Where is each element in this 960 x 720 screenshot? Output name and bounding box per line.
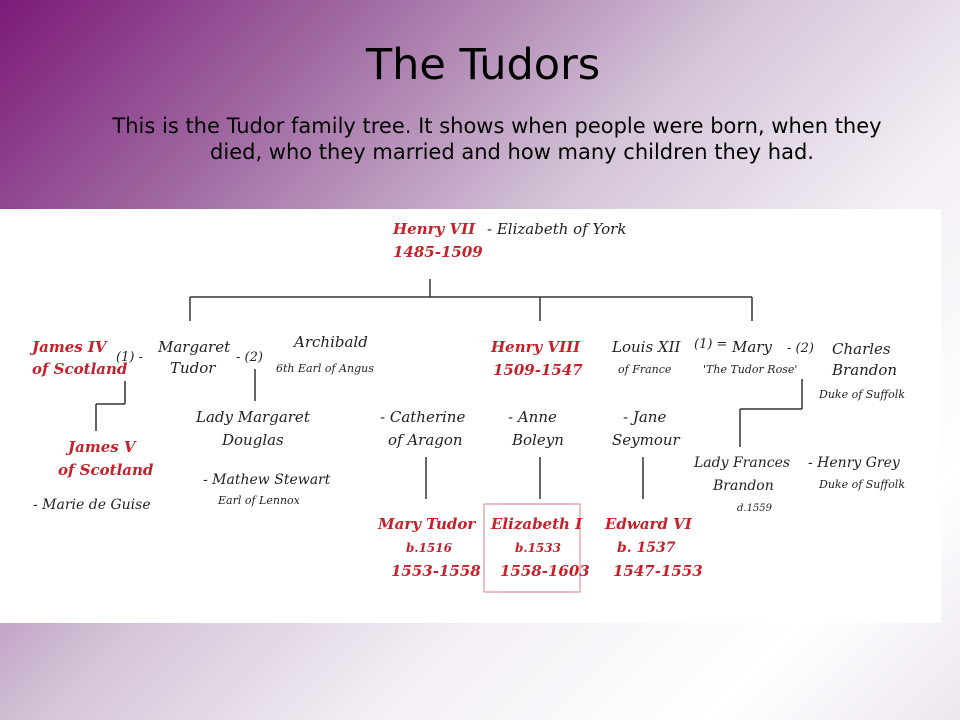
- marriage-1-left: (1) -: [116, 350, 143, 365]
- edward-name: Edward VI: [604, 515, 693, 533]
- mary-tudor-name: Mary Tudor: [377, 515, 476, 533]
- james5-place: of Scotland: [58, 461, 154, 479]
- elizabeth-highlight-box: [483, 503, 581, 593]
- margaret-house: Tudor: [170, 359, 216, 377]
- henry7-name: Henry VII: [392, 220, 476, 238]
- slide-subtitle: This is the Tudor family tree. It shows …: [112, 114, 882, 164]
- person-charles-brandon: Charles Brandon Duke of Suffolk: [818, 340, 905, 401]
- henry8-name: Henry VIII: [490, 338, 581, 356]
- lady-margaret-surname: Douglas: [221, 431, 284, 449]
- henry7-spouse: - Elizabeth of York: [487, 220, 626, 238]
- henry8-dates: 1509-1547: [493, 361, 583, 379]
- person-archibald: Archibald 6th Earl of Angus: [276, 333, 374, 375]
- marie-de-guise: - Marie de Guise: [33, 497, 151, 513]
- james5-name: James V: [65, 438, 137, 456]
- mary-name: Mary: [731, 338, 772, 356]
- person-mary-tudor-rose: Mary 'The Tudor Rose' - (2): [703, 338, 814, 376]
- person-james-v: James V of Scotland - Marie de Guise: [33, 438, 154, 513]
- person-henry-viii: Henry VIII 1509-1547: [490, 338, 583, 379]
- anne-surname: Boleyn: [511, 431, 564, 449]
- james4-place: of Scotland: [32, 360, 128, 378]
- henry-grey-name: - Henry Grey: [808, 455, 901, 471]
- person-anne-boleyn: - Anne Boleyn: [508, 408, 564, 449]
- person-elizabeth-i: Elizabeth I b.1533 1558-1603: [490, 515, 590, 580]
- family-tree-panel: Henry VII 1485-1509 - Elizabeth of York …: [0, 209, 941, 623]
- edward-reign: 1547-1553: [613, 562, 703, 580]
- anne-name: - Anne: [508, 408, 557, 426]
- elizabeth-name: Elizabeth I: [490, 515, 583, 533]
- charles-title: Duke of Suffolk: [818, 388, 905, 401]
- slide-title: The Tudors: [365, 40, 601, 90]
- elizabeth-reign: 1558-1603: [500, 562, 590, 580]
- marriage-1-right: (1) =: [694, 337, 727, 352]
- jane-surname: Seymour: [612, 431, 681, 449]
- marriage-2-right: - (2): [787, 341, 814, 356]
- jane-name: - Jane: [623, 408, 666, 426]
- person-lady-margaret-douglas: Lady Margaret Douglas - Mathew Stewart E…: [195, 408, 331, 507]
- person-lady-frances-brandon: Lady Frances Brandon d.1559: [693, 455, 790, 514]
- marriage-2-left: - (2): [236, 350, 263, 365]
- mathew-title: Earl of Lennox: [217, 494, 301, 507]
- henry-grey-title: Duke of Suffolk: [818, 478, 905, 491]
- henry7-dates: 1485-1509: [393, 243, 483, 261]
- person-edward-vi: Edward VI b. 1537 1547-1553: [604, 515, 703, 580]
- archibald-title: 6th Earl of Angus: [276, 362, 374, 375]
- frances-died: d.1559: [737, 503, 773, 514]
- person-henry-grey: - Henry Grey Duke of Suffolk: [808, 455, 905, 491]
- margaret-name: Margaret: [157, 338, 231, 356]
- person-mary-tudor: Mary Tudor b.1516 1553-1558: [377, 515, 481, 580]
- louis-place: of France: [618, 363, 672, 376]
- person-catherine-of-aragon: - Catherine of Aragon: [380, 408, 465, 449]
- mary-tudor-reign: 1553-1558: [391, 562, 481, 580]
- lady-margaret-name: Lady Margaret: [195, 408, 311, 426]
- mathew-stewart: - Mathew Stewart: [203, 472, 331, 488]
- person-james-iv: James IV of Scotland (1) -: [29, 338, 143, 378]
- frances-surname: Brandon: [712, 478, 774, 494]
- catherine-name: - Catherine: [380, 408, 465, 426]
- person-jane-seymour: - Jane Seymour: [612, 408, 681, 449]
- charles-surname: Brandon: [831, 361, 897, 379]
- mary-epithet: 'The Tudor Rose': [703, 363, 797, 376]
- edward-born: b. 1537: [617, 540, 676, 556]
- elizabeth-born: b.1533: [515, 541, 561, 555]
- louis-name: Louis XII: [611, 338, 682, 356]
- mary-tudor-born: b.1516: [406, 541, 453, 555]
- person-margaret-tudor: Margaret Tudor - (2): [157, 338, 263, 377]
- james4-name: James IV: [29, 338, 108, 356]
- person-henry-vii: Henry VII 1485-1509 - Elizabeth of York: [392, 220, 626, 261]
- catherine-place: of Aragon: [388, 431, 463, 449]
- person-louis-xii: Louis XII of France (1) =: [611, 337, 727, 376]
- family-tree-diagram: Henry VII 1485-1509 - Elizabeth of York …: [29, 220, 905, 593]
- tree-lines: [95, 279, 803, 499]
- charles-name: Charles: [832, 340, 891, 358]
- archibald-name: Archibald: [292, 333, 368, 351]
- frances-name: Lady Frances: [693, 455, 790, 471]
